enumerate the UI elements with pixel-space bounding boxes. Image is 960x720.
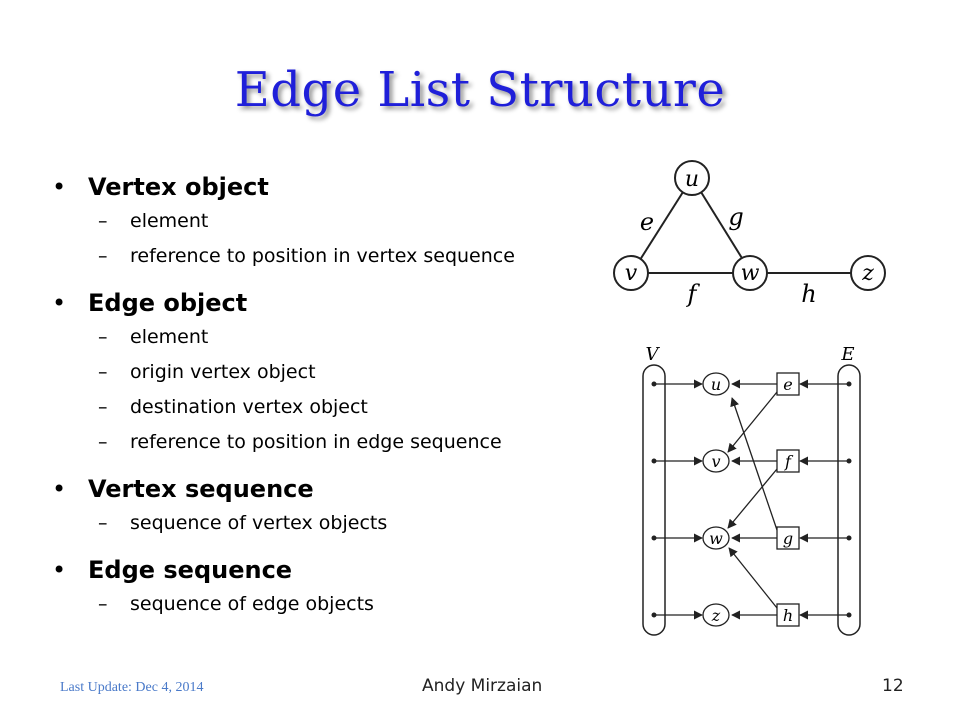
svg-text:g: g xyxy=(783,529,793,548)
svg-text:u: u xyxy=(685,167,699,192)
edge-list-diagram: V E u v w xyxy=(642,344,861,636)
vertex-object-w: w xyxy=(702,526,730,550)
svg-text:f: f xyxy=(784,452,794,471)
edge-label-f: f xyxy=(686,280,701,308)
bullet-edge-sequence: Edge sequence xyxy=(48,553,608,587)
svg-text:h: h xyxy=(783,606,793,625)
svg-text:v: v xyxy=(625,261,638,286)
sub-bullet: sequence of vertex objects xyxy=(48,506,608,541)
sub-bullet: reference to position in edge sequence xyxy=(48,425,608,460)
graph-diagram: u v w z e g f h xyxy=(613,160,886,308)
svg-text:z: z xyxy=(861,261,874,286)
edge-sequence-container xyxy=(837,364,861,636)
svg-text:e: e xyxy=(783,375,792,394)
last-update-text: Last Update: Dec 4, 2014 xyxy=(60,680,204,695)
vertex-u: u xyxy=(674,160,710,196)
page-number: 12 xyxy=(882,676,904,696)
v-sequence-label: V xyxy=(646,344,661,365)
edge-label-e: e xyxy=(640,208,654,236)
sub-bullet: element xyxy=(48,320,608,355)
bullet-edge-object: Edge object xyxy=(48,286,608,320)
vertex-z: z xyxy=(850,255,886,291)
sub-bullet: sequence of edge objects xyxy=(48,587,608,622)
vertex-sequence-container xyxy=(642,364,666,636)
svg-text:w: w xyxy=(709,529,723,548)
bullet-vertex-sequence: Vertex sequence xyxy=(48,472,608,506)
edge-label-g: g xyxy=(728,203,743,231)
author-name: Andy Mirzaian xyxy=(422,676,543,696)
vertex-w: w xyxy=(732,255,768,291)
bullet-list: Vertex object element reference to posit… xyxy=(48,158,608,622)
sub-bullet: reference to position in vertex sequence xyxy=(48,239,608,274)
sub-bullet: origin vertex object xyxy=(48,355,608,390)
bullet-vertex-object: Vertex object xyxy=(48,170,608,204)
edge-object-g: g xyxy=(776,526,800,550)
vertex-object-v: v xyxy=(702,449,730,473)
vertex-object-z: z xyxy=(702,603,730,627)
slide-title: Edge List Structure xyxy=(234,62,726,118)
edge-object-e: e xyxy=(776,372,800,396)
svg-text:w: w xyxy=(741,261,760,286)
e-sequence-label: E xyxy=(840,344,854,365)
edge-object-h: h xyxy=(776,603,800,627)
edge-label-h: h xyxy=(801,280,816,308)
edge-object-f: f xyxy=(776,449,800,473)
vertex-v: v xyxy=(613,255,649,291)
svg-text:u: u xyxy=(711,375,721,394)
vertex-object-u: u xyxy=(702,372,730,396)
svg-text:z: z xyxy=(711,606,721,625)
svg-text:v: v xyxy=(711,452,720,471)
sub-bullet: destination vertex object xyxy=(48,390,608,425)
sub-bullet: element xyxy=(48,204,608,239)
